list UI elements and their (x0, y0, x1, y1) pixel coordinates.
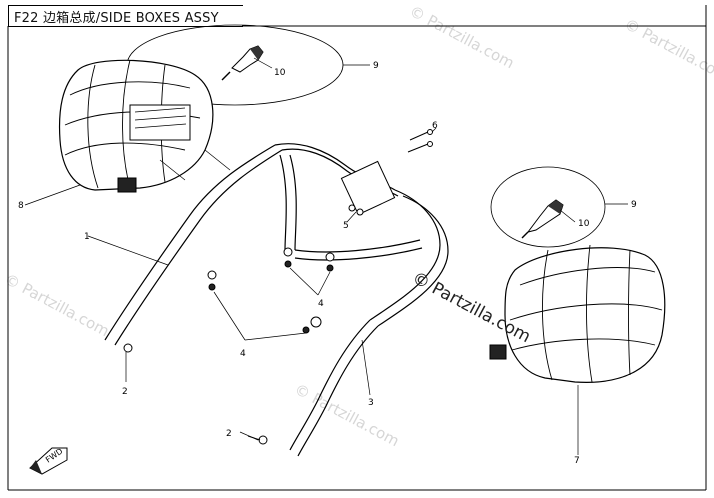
leader-lines (24, 127, 579, 455)
key-detail-right (490, 166, 606, 248)
nut-group-4 (207, 247, 335, 334)
bolt-2-left (123, 343, 133, 353)
fastener-group-5 (340, 160, 396, 216)
fwd-arrow-icon (29, 447, 68, 475)
title-frame (8, 5, 243, 27)
bracket-frame (104, 143, 449, 457)
bolt-group-6 (407, 129, 433, 153)
side-box-right (489, 244, 666, 383)
diagram-title: F22 边箱总成/SIDE BOXES ASSY (14, 11, 219, 26)
side-box-left (58, 59, 231, 193)
